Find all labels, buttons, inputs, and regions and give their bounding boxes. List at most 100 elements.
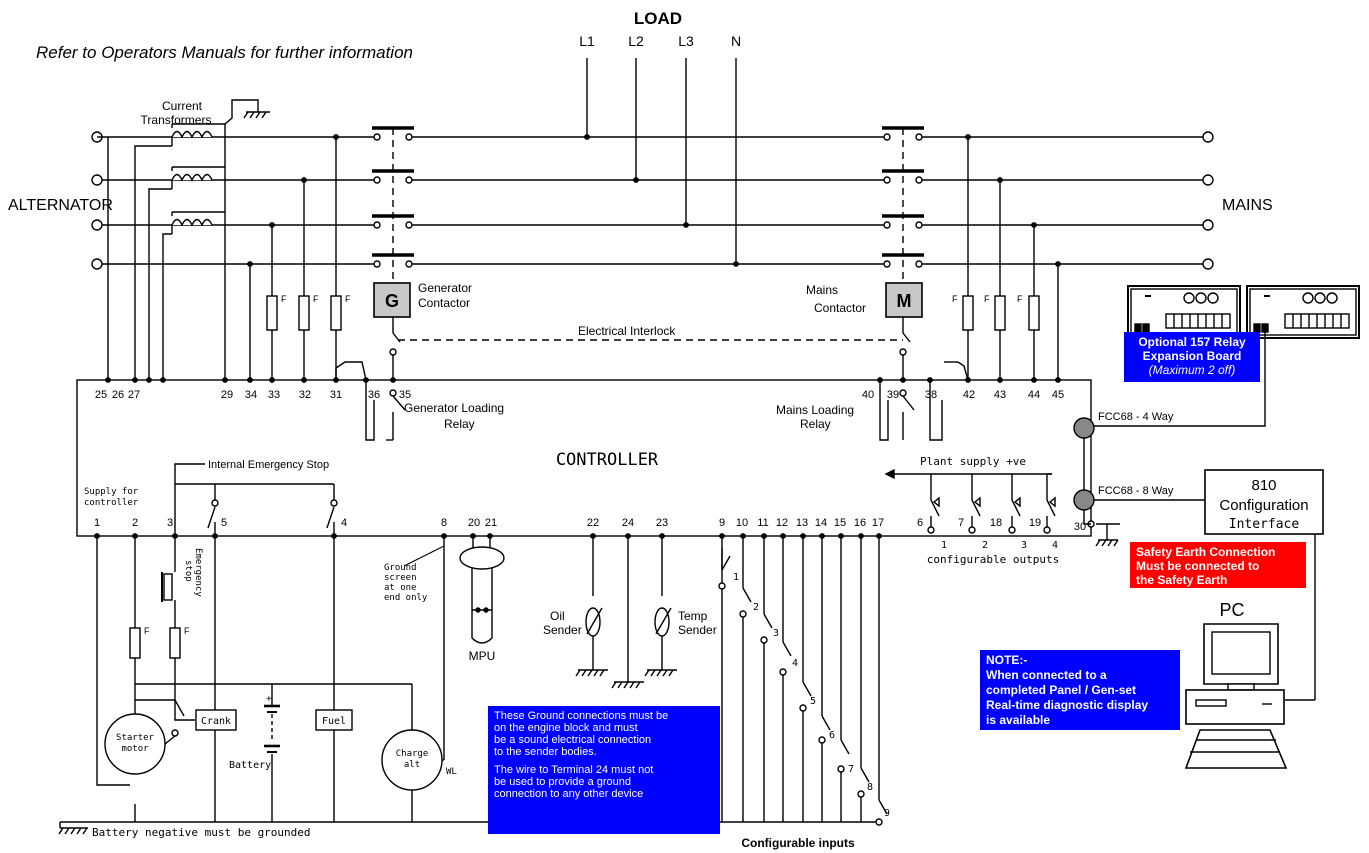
- gen-contactor-label-1: Generator: [418, 281, 472, 295]
- top-terminal-dots: [97, 136, 1061, 383]
- ground-note-line: be a sound electrical connection: [494, 734, 651, 746]
- terminal-number: 20: [468, 517, 480, 529]
- terminal-number: 14: [815, 517, 827, 529]
- mains-label: MAINS: [1222, 197, 1273, 214]
- fuse-label: F: [1017, 294, 1023, 304]
- terminal-number: 30: [1074, 521, 1086, 533]
- ground-screen-line: at one: [384, 583, 417, 593]
- safety-earth-line-2: Must be connected to: [1136, 559, 1259, 573]
- terminal-number: 24: [622, 517, 634, 529]
- relay-board-line-1: Optional 157 Relay: [1138, 335, 1246, 349]
- phase-n: N: [731, 33, 741, 49]
- terminal-number: 34: [245, 389, 257, 401]
- phase-l1: L1: [579, 33, 595, 49]
- ct-label-1: Current: [162, 99, 203, 113]
- terminal-number: 31: [330, 389, 342, 401]
- terminal-number: 27: [128, 389, 140, 401]
- ground-note-line: be used to provide a ground: [494, 776, 631, 788]
- config-interface-line-1: 810: [1251, 477, 1276, 494]
- voltage-sense-wiring: [247, 134, 1061, 380]
- plant-supply-label: Plant supply +ve: [920, 455, 1026, 468]
- controller-label: CONTROLLER: [556, 450, 659, 470]
- gen-contactor-letter: G: [385, 291, 399, 311]
- starter-label-2: motor: [121, 744, 149, 754]
- output-number: 4: [1052, 540, 1058, 551]
- terminal-number: 21: [485, 517, 497, 529]
- load-title: LOAD: [634, 9, 682, 28]
- fcc-8-label: FCC68 - 8 Way: [1098, 485, 1174, 497]
- senders-wiring: [575, 536, 677, 689]
- input-number: 5: [810, 696, 816, 707]
- terminal-number: 38: [925, 389, 937, 401]
- pc-computer: [1184, 623, 1288, 769]
- pc-note-line: Real-time diagnostic display: [986, 698, 1148, 712]
- mains-contactor-poles: [882, 126, 924, 283]
- mains-contactor-coil: [885, 282, 923, 318]
- terminal-number: 25: [95, 389, 107, 401]
- temp-sender-1: Temp: [678, 609, 708, 623]
- fuse-label: F: [345, 294, 351, 304]
- input-number: 6: [829, 730, 835, 741]
- pc-note-line: completed Panel / Gen-set: [986, 683, 1136, 697]
- terminal-number: 2: [132, 517, 138, 529]
- estop-label-1: Emergency: [193, 548, 203, 597]
- terminal-number: 12: [776, 517, 788, 529]
- config-interface-line-2: Configuration: [1219, 497, 1308, 514]
- ground-note-line: on the engine block and must: [494, 722, 638, 734]
- ground-screen-line: screen: [384, 573, 417, 583]
- fcc-connections: [1073, 332, 1316, 701]
- estop-label-2: stop: [183, 560, 193, 582]
- mains-contactor-letter: M: [897, 291, 912, 311]
- battery-supply-wiring: [58, 536, 700, 835]
- configurable-outputs-wiring: [884, 468, 1056, 527]
- output-number: 2: [982, 540, 988, 551]
- crank-relay-contact: [164, 699, 185, 745]
- terminal-number: 42: [963, 389, 975, 401]
- safety-earth-note-box: [1130, 542, 1306, 588]
- load-lines: [584, 58, 739, 267]
- terminal-number: 11: [757, 517, 768, 529]
- input-number: 4: [792, 658, 798, 669]
- terminal-number: 8: [441, 517, 447, 529]
- fcc-4-label: FCC68 - 4 Way: [1098, 411, 1174, 423]
- mains-loading-relay: [879, 361, 969, 441]
- terminal-number: 19: [1029, 517, 1041, 529]
- controller-box: [76, 379, 1092, 537]
- ground-note-line: These Ground connections must be: [494, 710, 668, 722]
- outputs-label: configurable outputs: [927, 553, 1059, 566]
- pc-note-line: NOTE:-: [986, 653, 1027, 667]
- fuse-label: F: [313, 294, 319, 304]
- safety-earth-line-3: the Safety Earth: [1136, 573, 1227, 587]
- terminal-number: 15: [834, 517, 846, 529]
- input-number: 3: [773, 628, 779, 639]
- charge-alt-label-1: Charge: [396, 749, 429, 759]
- terminal-number: 3: [167, 517, 173, 529]
- ground-note-box: [488, 706, 720, 834]
- safety-earth-line-1: Safety Earth Connection: [1136, 545, 1275, 559]
- oil-sender-1: Oil: [550, 609, 565, 623]
- ground-screen-line: end only: [384, 593, 428, 603]
- terminal-number: 1: [94, 517, 100, 529]
- fuse-label: F: [144, 626, 150, 636]
- mains-contactor-label-2: Contactor: [814, 301, 866, 315]
- inputs-label: Configurable inputs: [741, 836, 855, 850]
- battery-ground-note: Battery negative must be grounded: [92, 826, 311, 839]
- generator-loading-relay: [335, 361, 406, 441]
- ground-note-line: connection to any other device: [494, 788, 643, 800]
- fuse-label: F: [952, 294, 958, 304]
- output-number: 1: [941, 540, 947, 551]
- battery-label: Battery: [229, 760, 271, 771]
- starter-label-1: Starter: [116, 733, 155, 743]
- refer-note: Refer to Operators Manuals for further i…: [36, 43, 413, 62]
- terminal-number: 40: [862, 389, 874, 401]
- mpu-sensor: [459, 536, 505, 644]
- gen-loading-relay-2: Relay: [444, 417, 475, 431]
- busbar-lines: [91, 131, 1214, 270]
- terminal-number: 22: [587, 517, 599, 529]
- phase-l2: L2: [628, 33, 644, 49]
- relay-board-note-box: [1124, 332, 1260, 382]
- terminal-number: 18: [990, 517, 1002, 529]
- configurable-input-switches: [700, 536, 888, 826]
- pc-label: PC: [1219, 600, 1244, 620]
